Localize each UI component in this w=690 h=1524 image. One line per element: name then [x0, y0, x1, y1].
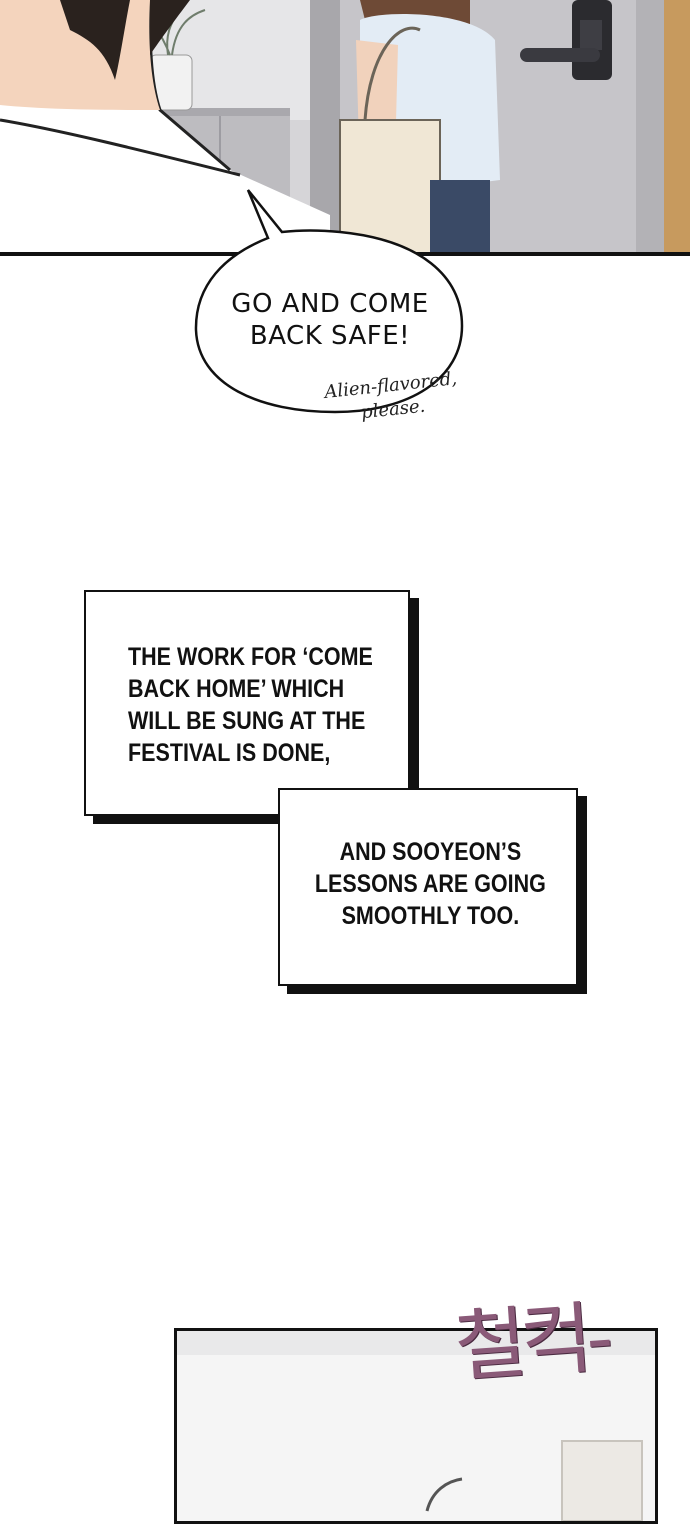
narration-box-1: [84, 590, 410, 816]
narration-line: FESTIVAL IS DONE,: [128, 739, 331, 767]
narration-line: WILL BE SUNG AT THE: [128, 707, 366, 735]
speech-line: BACK SAFE!: [249, 321, 411, 351]
bottom-comic-panel: [174, 1328, 658, 1524]
narration-line: SMOOTHLY TOO.: [341, 902, 520, 930]
narration-2-text: AND SOOYEON’S LESSONS ARE GOING SMOOTHLY…: [310, 836, 551, 932]
top-comic-panel: [0, 0, 690, 256]
narration-1-text: THE WORK FOR ‘COME BACK HOME’ WHICH WILL…: [128, 641, 374, 769]
narration-line: BACK HOME’ WHICH: [128, 675, 345, 703]
narration-line: AND SOOYEON’S: [339, 838, 522, 866]
speech-bubble: [194, 189, 464, 414]
hallway-scene-illustration: [0, 0, 690, 256]
sound-effect-text: 철컥-: [452, 1292, 610, 1394]
speech-bubble-text: GO AND COME BACK SAFE!: [200, 288, 460, 352]
speech-line: GO AND COME: [231, 289, 429, 319]
narration-box-2: [278, 788, 578, 986]
narration-line: THE WORK FOR ‘COME: [128, 643, 373, 671]
bottom-panel-illustration: [177, 1331, 655, 1521]
narration-line: LESSONS ARE GOING: [314, 870, 546, 898]
